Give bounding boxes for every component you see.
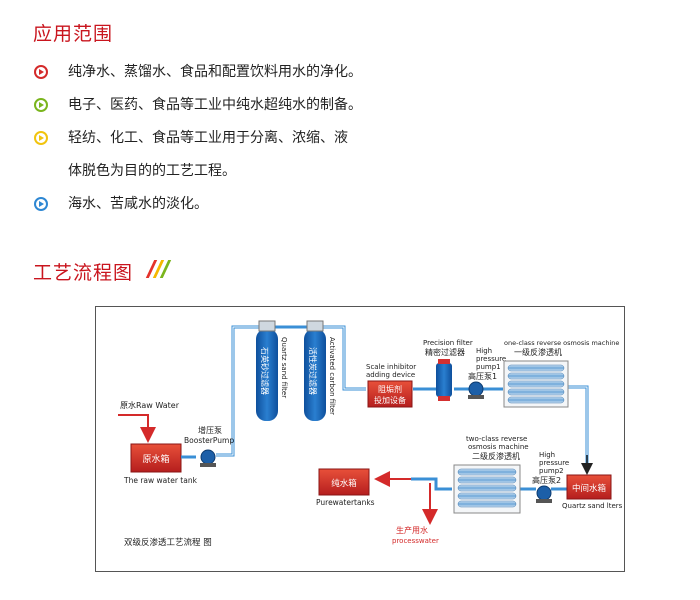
application-text-continuation: 体脱色为目的的工艺工程。 bbox=[68, 163, 236, 179]
hp2-cn-label: 高压泵2 bbox=[532, 475, 561, 485]
ro-machine-1 bbox=[503, 360, 569, 408]
pure-tank-label: 纯水箱 bbox=[331, 478, 357, 489]
process-diagram: 原水Raw Water 原水箱 The raw water tank 增压泵 B… bbox=[95, 306, 625, 572]
raw-water-arrow bbox=[118, 414, 156, 443]
precision-cn-label: 精密过滤器 bbox=[425, 347, 465, 357]
list-item: 海水、苦咸水的淡化。 bbox=[34, 193, 634, 221]
arrow-circle-yellow-icon bbox=[34, 131, 48, 145]
ro2-cn-label: 二级反渗透机 bbox=[472, 451, 520, 461]
ro1-en-label: one-class reverse osmosis machine bbox=[504, 339, 619, 347]
raw-tank-label: 原水箱 bbox=[142, 453, 169, 465]
hp2-en-label-1: High bbox=[539, 451, 555, 459]
diagram-caption: 双级反渗透工艺流程 图 bbox=[124, 537, 212, 548]
list-item: 轻纺、化工、食品等工业用于分离、浓缩、液 bbox=[34, 127, 634, 155]
mid-tank-en-label: Quartz sand lters bbox=[562, 502, 623, 510]
ro2-en-label-2: osmosis machine bbox=[468, 443, 529, 451]
sand-filter-cn-label: 石英砂过滤器 bbox=[260, 347, 270, 395]
ro-machine-2 bbox=[453, 464, 521, 514]
hp1-en-label-3: pump1 bbox=[476, 363, 501, 371]
pure-tank-en-label: Purewatertanks bbox=[316, 498, 375, 507]
scale-cn-label-1: 阻垢剂 bbox=[378, 384, 402, 394]
hp1-en-label-1: High bbox=[476, 347, 492, 355]
ro2-en-label-1: two-class reverse bbox=[466, 435, 527, 443]
scale-inhibitor-device: 阻垢剂 投加设备 bbox=[367, 380, 413, 408]
high-pressure-pump-2-icon bbox=[536, 485, 552, 503]
sand-filter-en-label: Quartz sand filter bbox=[280, 337, 288, 398]
scale-cn-label-2: 投加设备 bbox=[374, 395, 406, 405]
scale-en-label-1: Scale inhibitor bbox=[366, 363, 416, 371]
applications-title: 应用范围 bbox=[33, 23, 114, 45]
precision-en-label: Precision filter bbox=[423, 339, 473, 347]
pure-water-tank: 纯水箱 bbox=[318, 468, 370, 496]
product-en-label: processwater bbox=[392, 537, 439, 545]
booster-cn-label: 增压泵 bbox=[198, 425, 222, 435]
raw-water-tank: 原水箱 bbox=[130, 443, 182, 473]
list-item: 纯净水、蒸馏水、食品和配置饮料用水的净化。 bbox=[34, 61, 634, 89]
hp2-en-label-2: pressure bbox=[539, 459, 569, 467]
carbon-filter bbox=[304, 320, 326, 421]
carbon-filter-en-label: Activated carbon filter bbox=[328, 337, 336, 415]
arrow-circle-blue-icon bbox=[34, 197, 48, 211]
scale-en-label-2: adding device bbox=[366, 371, 415, 379]
hp1-cn-label: 高压泵1 bbox=[468, 371, 497, 381]
middle-water-tank: 中间水箱 bbox=[566, 474, 612, 500]
hp2-en-label-3: pump2 bbox=[539, 467, 564, 475]
decorative-slashes-icon bbox=[145, 260, 175, 278]
high-pressure-pump-1-icon bbox=[468, 381, 484, 399]
mid-tank-label: 中间水箱 bbox=[572, 483, 607, 494]
arrow-circle-red-icon bbox=[34, 65, 48, 79]
raw-tank-en-label: The raw water tank bbox=[123, 476, 198, 485]
product-cn-label: 生产用水 bbox=[396, 525, 428, 535]
application-text: 轻纺、化工、食品等工业用于分离、浓缩、液 bbox=[68, 130, 348, 146]
booster-en-label: BoosterPump bbox=[184, 436, 234, 445]
arrow-circle-green-icon bbox=[34, 98, 48, 112]
sand-filter bbox=[256, 320, 278, 421]
booster-pump-icon bbox=[200, 449, 216, 467]
raw-water-label: 原水Raw Water bbox=[120, 400, 180, 410]
hp1-en-label-2: pressure bbox=[476, 355, 506, 363]
carbon-filter-cn-label: 活性炭过滤器 bbox=[308, 347, 318, 395]
application-text: 海水、苦咸水的淡化。 bbox=[68, 196, 208, 212]
process-title: 工艺流程图 bbox=[33, 262, 134, 284]
application-text: 电子、医药、食品等工业中纯水超纯水的制备。 bbox=[68, 97, 362, 113]
list-item: 电子、医药、食品等工业中纯水超纯水的制备。 bbox=[34, 94, 634, 122]
precision-filter bbox=[436, 359, 452, 401]
ro1-cn-label: 一级反渗透机 bbox=[514, 347, 562, 357]
application-text: 纯净水、蒸馏水、食品和配置饮料用水的净化。 bbox=[68, 64, 362, 80]
